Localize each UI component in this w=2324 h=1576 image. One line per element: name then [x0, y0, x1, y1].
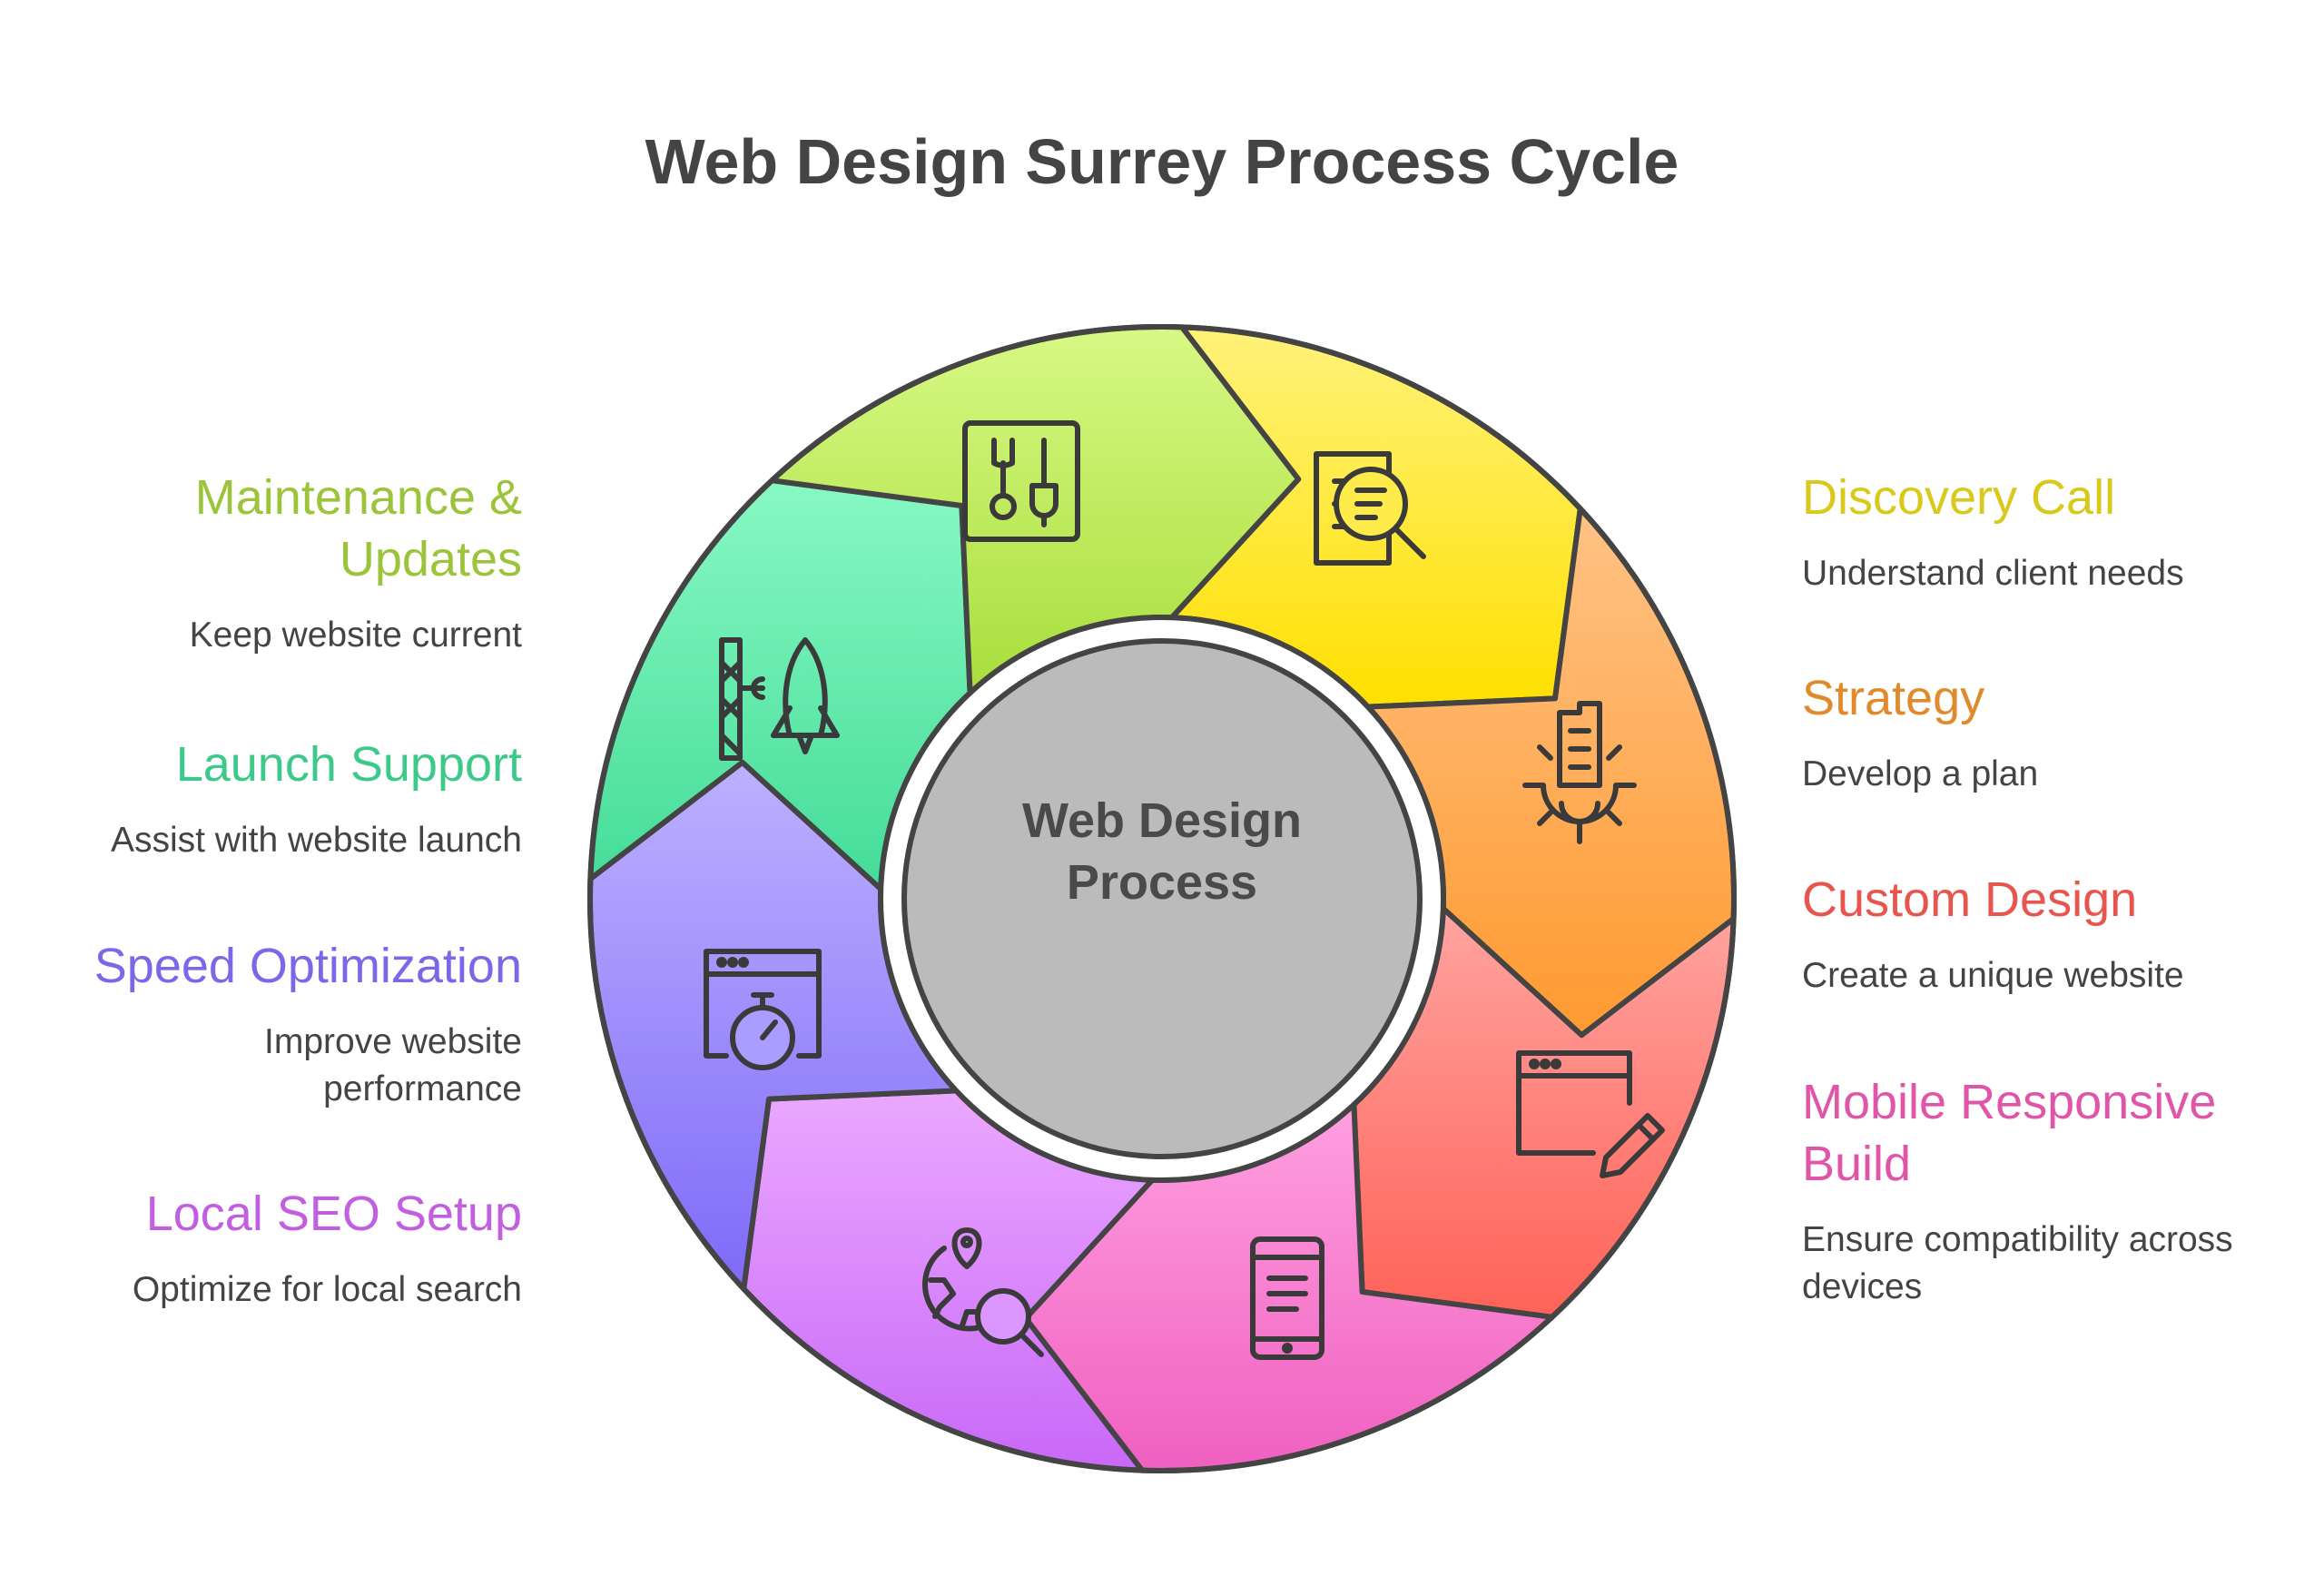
step-description: Ensure compatibility across devices — [1802, 1220, 2233, 1306]
smartphone-icon — [1250, 1236, 1324, 1360]
rocket-launch-icon — [719, 637, 840, 761]
step-discovery-call: Discovery Call Understand client needs — [1802, 467, 2310, 597]
step-heading: Local SEO Setup — [145, 1187, 522, 1241]
step-heading: Mobile Responsive Build — [1802, 1075, 2217, 1191]
step-description: Create a unique website — [1802, 956, 2184, 995]
step-launch-support: Launch Support Assist with website launc… — [14, 734, 522, 864]
step-heading: Custom Design — [1802, 872, 2138, 927]
step-maintenance-updates: Maintenance & Updates Keep website curre… — [141, 467, 522, 659]
gear-strategy-icon — [1522, 701, 1637, 844]
diagram-title: Web Design Surrey Process Cycle — [645, 126, 1679, 197]
step-heading: Discovery Call — [1802, 470, 2116, 525]
step-description: Improve website performance — [264, 1022, 522, 1108]
globe-search-icon — [921, 1227, 1044, 1357]
step-description: Assist with website launch — [110, 821, 522, 860]
center-label-line1: Web Design — [1021, 793, 1303, 848]
cycle-outline-ring — [587, 324, 1737, 1473]
step-heading: Speed Optimization — [94, 939, 522, 993]
browser-pencil-icon — [1516, 1050, 1665, 1178]
document-search-icon — [1314, 451, 1426, 566]
browser-stopwatch-icon — [704, 949, 822, 1070]
step-description: Optimize for local search — [132, 1270, 522, 1309]
step-heading: Strategy — [1802, 671, 1985, 725]
center-label: Web Design Process — [908, 790, 1416, 913]
step-local-seo-setup: Local SEO Setup Optimize for local searc… — [14, 1183, 522, 1314]
center-label-line2: Process — [1066, 855, 1258, 910]
step-heading: Launch Support — [175, 737, 522, 792]
center-circle — [901, 638, 1423, 1159]
step-mobile-responsive-build: Mobile Responsive Build Ensure compatibi… — [1802, 1071, 2292, 1311]
tools-icon — [962, 420, 1080, 542]
step-heading: Maintenance & Updates — [194, 470, 522, 586]
step-description: Develop a plan — [1802, 754, 2039, 793]
step-description: Keep website current — [189, 616, 522, 655]
step-strategy: Strategy Develop a plan — [1802, 667, 2310, 798]
step-custom-design: Custom Design Create a unique website — [1802, 869, 2310, 1000]
step-description: Understand client needs — [1802, 554, 2184, 593]
step-speed-optimization: Speed Optimization Improve website perfo… — [14, 935, 522, 1113]
